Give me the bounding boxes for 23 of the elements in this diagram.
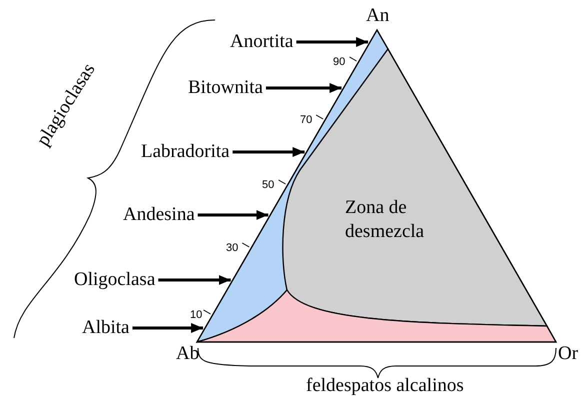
mineral-label: Oligoclasa xyxy=(74,270,156,290)
arrow xyxy=(266,83,342,93)
arrow xyxy=(132,323,204,333)
arrow xyxy=(296,37,368,47)
tick-label: 90 xyxy=(333,56,346,68)
miscibility-gap-region xyxy=(282,48,548,327)
mineral-label: Andesina xyxy=(123,205,195,225)
arrow xyxy=(158,275,231,285)
mineral-label: Anortita xyxy=(230,32,294,52)
tick-label: 70 xyxy=(300,114,312,126)
mineral-label: Albita xyxy=(82,318,130,338)
mineral-label: Bitownita xyxy=(188,78,263,98)
tick-label: 30 xyxy=(226,242,238,254)
arrow xyxy=(232,147,305,157)
tick-label: 50 xyxy=(262,179,274,191)
vertex-label: An xyxy=(366,6,390,26)
tick-label: 10 xyxy=(190,309,202,321)
vertex-label: Ab xyxy=(176,344,200,364)
mineral-label: Labradorita xyxy=(141,142,230,162)
axis-label: feldespatos alcalinos xyxy=(306,376,464,396)
arrow xyxy=(198,210,268,220)
region-label: Zona de desmezcla xyxy=(345,196,426,244)
vertex-label: Or xyxy=(558,344,578,364)
